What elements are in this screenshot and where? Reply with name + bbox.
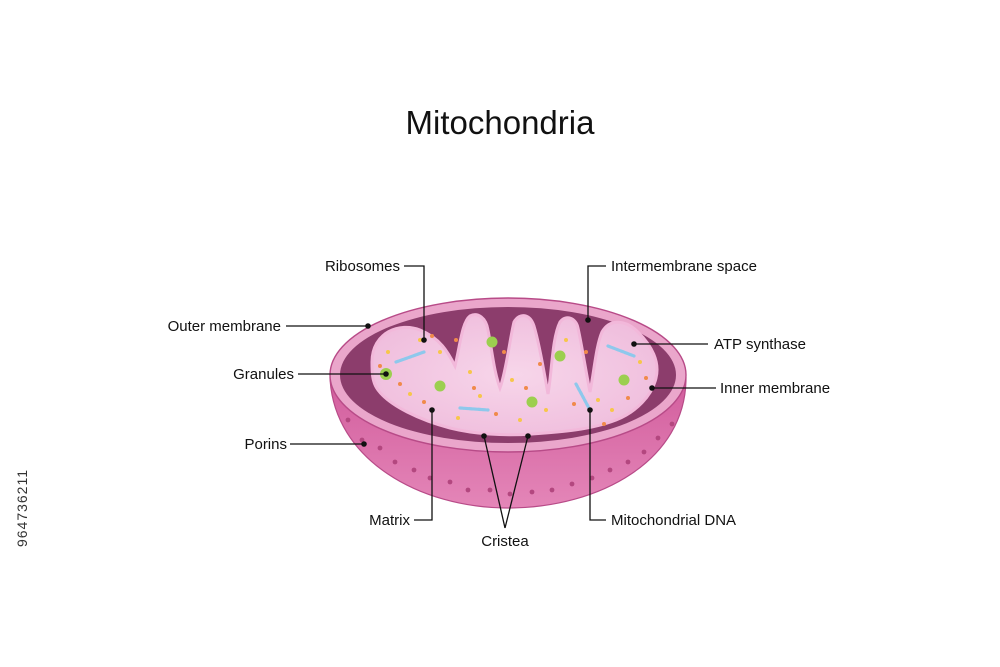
label-intermembrane-space: Intermembrane space (611, 258, 757, 275)
diagram-title: Mitochondria (405, 104, 595, 141)
matrix-region (370, 313, 659, 437)
label-inner-membrane: Inner membrane (720, 380, 830, 397)
granules-dots (380, 336, 630, 408)
label-cristea: Cristea (481, 533, 529, 550)
leader-lines (286, 265, 716, 529)
label-mitochondrial-dna: Mitochondrial DNA (611, 512, 736, 529)
label-ribosomes: Ribosomes (325, 258, 400, 275)
label-porins: Porins (244, 436, 287, 453)
label-granules: Granules (233, 366, 294, 383)
label-outer-membrane: Outer membrane (168, 318, 281, 335)
dna-strands (394, 344, 636, 412)
porins-dots (345, 417, 675, 497)
stock-id: 964736211 (12, 435, 32, 585)
label-matrix: Matrix (369, 512, 410, 529)
stock-id-text: 964736211 (14, 468, 30, 548)
label-atp-synthase: ATP synthase (714, 336, 806, 353)
ribosome-dots (378, 334, 648, 426)
